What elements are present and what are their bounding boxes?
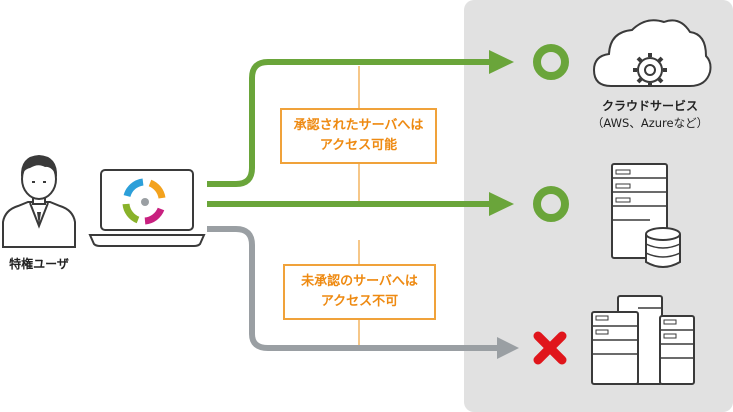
arrowhead-cloud — [489, 50, 514, 74]
cross-icon — [533, 331, 567, 365]
approved-label-line1: 承認されたサーバへは — [293, 118, 424, 133]
approved-label-box: 承認されたサーバへは アクセス可能 — [280, 108, 437, 164]
arrowhead-unapproved — [497, 337, 519, 359]
user-label: 特権ユーザ — [9, 257, 69, 271]
unapproved-label-line1: 未承認のサーバへは — [301, 274, 418, 289]
arrow-to-unapproved — [207, 226, 500, 351]
server-database-icon — [611, 163, 681, 268]
approved-label-line2: アクセス可能 — [319, 138, 398, 153]
unapproved-label-box: 未承認のサーバへは アクセス不可 — [283, 264, 436, 320]
cloud-subtitle: （AWS、Azureなど） — [591, 116, 709, 130]
cloud-gear-icon — [592, 19, 712, 87]
unapproved-label-line2: アクセス不可 — [320, 294, 399, 309]
circle-ok-icon — [533, 186, 569, 222]
laptop-icon — [88, 169, 206, 247]
user-icon — [1, 155, 76, 248]
server-zone — [464, 0, 733, 412]
cloud-title: クラウドサービス — [601, 99, 698, 113]
arrowhead-server — [489, 192, 514, 216]
server-rack-icon — [591, 295, 695, 385]
app-logo-icon — [122, 178, 166, 225]
circle-ok-icon — [533, 44, 569, 80]
arrow-to-cloud — [207, 59, 492, 187]
